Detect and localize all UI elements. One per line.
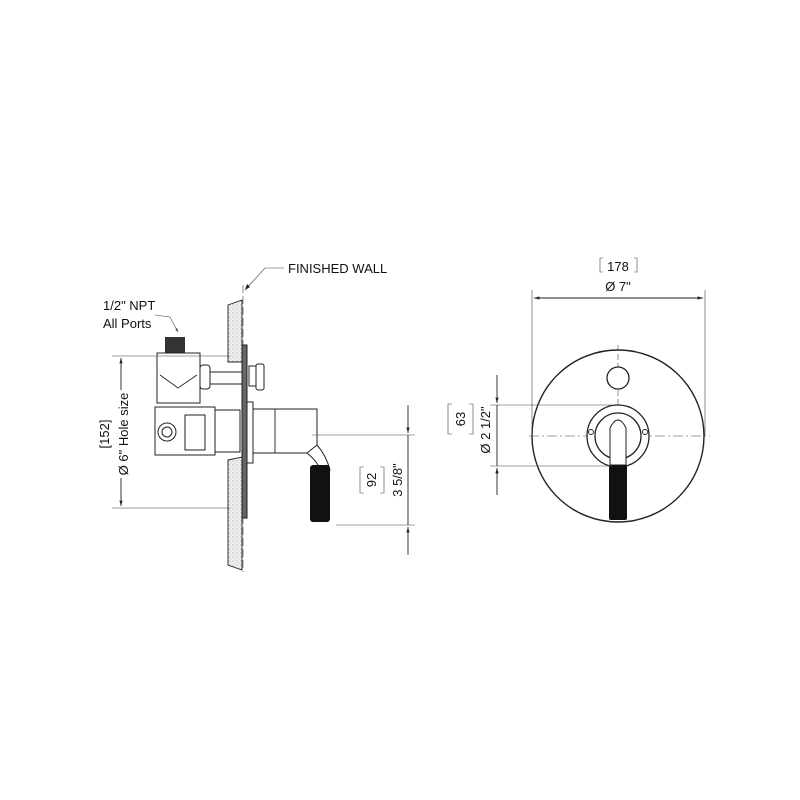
plate-dim-imperial: Ø 7" xyxy=(605,279,631,294)
diverter-knob xyxy=(255,363,265,391)
ring-dim-metric: 63 xyxy=(453,412,468,426)
diverter-button xyxy=(606,366,630,390)
plate-dim-brackets xyxy=(599,257,638,273)
trim-sleeve xyxy=(246,401,254,464)
handle-drop-metric: 92 xyxy=(364,473,379,487)
valve-body-block xyxy=(184,414,206,451)
finished-wall-leader xyxy=(244,267,284,291)
handle-grip xyxy=(310,465,330,522)
finished-wall-label: FINISHED WALL xyxy=(288,261,387,276)
wall-upper xyxy=(227,299,243,363)
front-lever xyxy=(609,419,627,466)
front-view: 178 Ø 7" 63 Ø 2 1/2" xyxy=(447,257,710,523)
hole-dim-metric: [152] xyxy=(97,420,112,449)
front-handle-grip xyxy=(609,465,627,520)
hole-dim-imperial: Ø 6" Hole size xyxy=(116,393,131,476)
npt-port xyxy=(165,337,185,353)
handle-drop-imperial: 3 5/8" xyxy=(390,463,405,497)
plate-dim-metric: 178 xyxy=(607,259,629,274)
ring-screw-right xyxy=(642,429,648,435)
drop-dim-brackets xyxy=(359,466,385,494)
ring-dim-imperial: Ø 2 1/2" xyxy=(478,406,493,454)
side-view: FINISHED WALL 1/2" NPT All Ports [152] Ø… xyxy=(97,261,415,572)
finished-wall-arrow xyxy=(245,284,250,290)
inlet-port-inner xyxy=(161,426,173,438)
handle-body xyxy=(252,408,318,454)
port-label-2: All Ports xyxy=(103,316,152,331)
diverter-valve-nut xyxy=(199,364,211,390)
port-leader xyxy=(154,314,179,333)
ring-screw-left xyxy=(588,429,594,435)
port-label: 1/2" NPT xyxy=(103,298,155,313)
ring-dim-brackets xyxy=(447,403,474,435)
diverter-valve-detail xyxy=(159,374,198,389)
valve-body xyxy=(154,337,241,456)
hole-dim-text-mask xyxy=(110,390,132,478)
diverter-stem xyxy=(204,371,243,385)
valve-cartridge xyxy=(214,409,241,453)
escutcheon-plate xyxy=(241,344,248,519)
wall-lower xyxy=(227,456,243,571)
